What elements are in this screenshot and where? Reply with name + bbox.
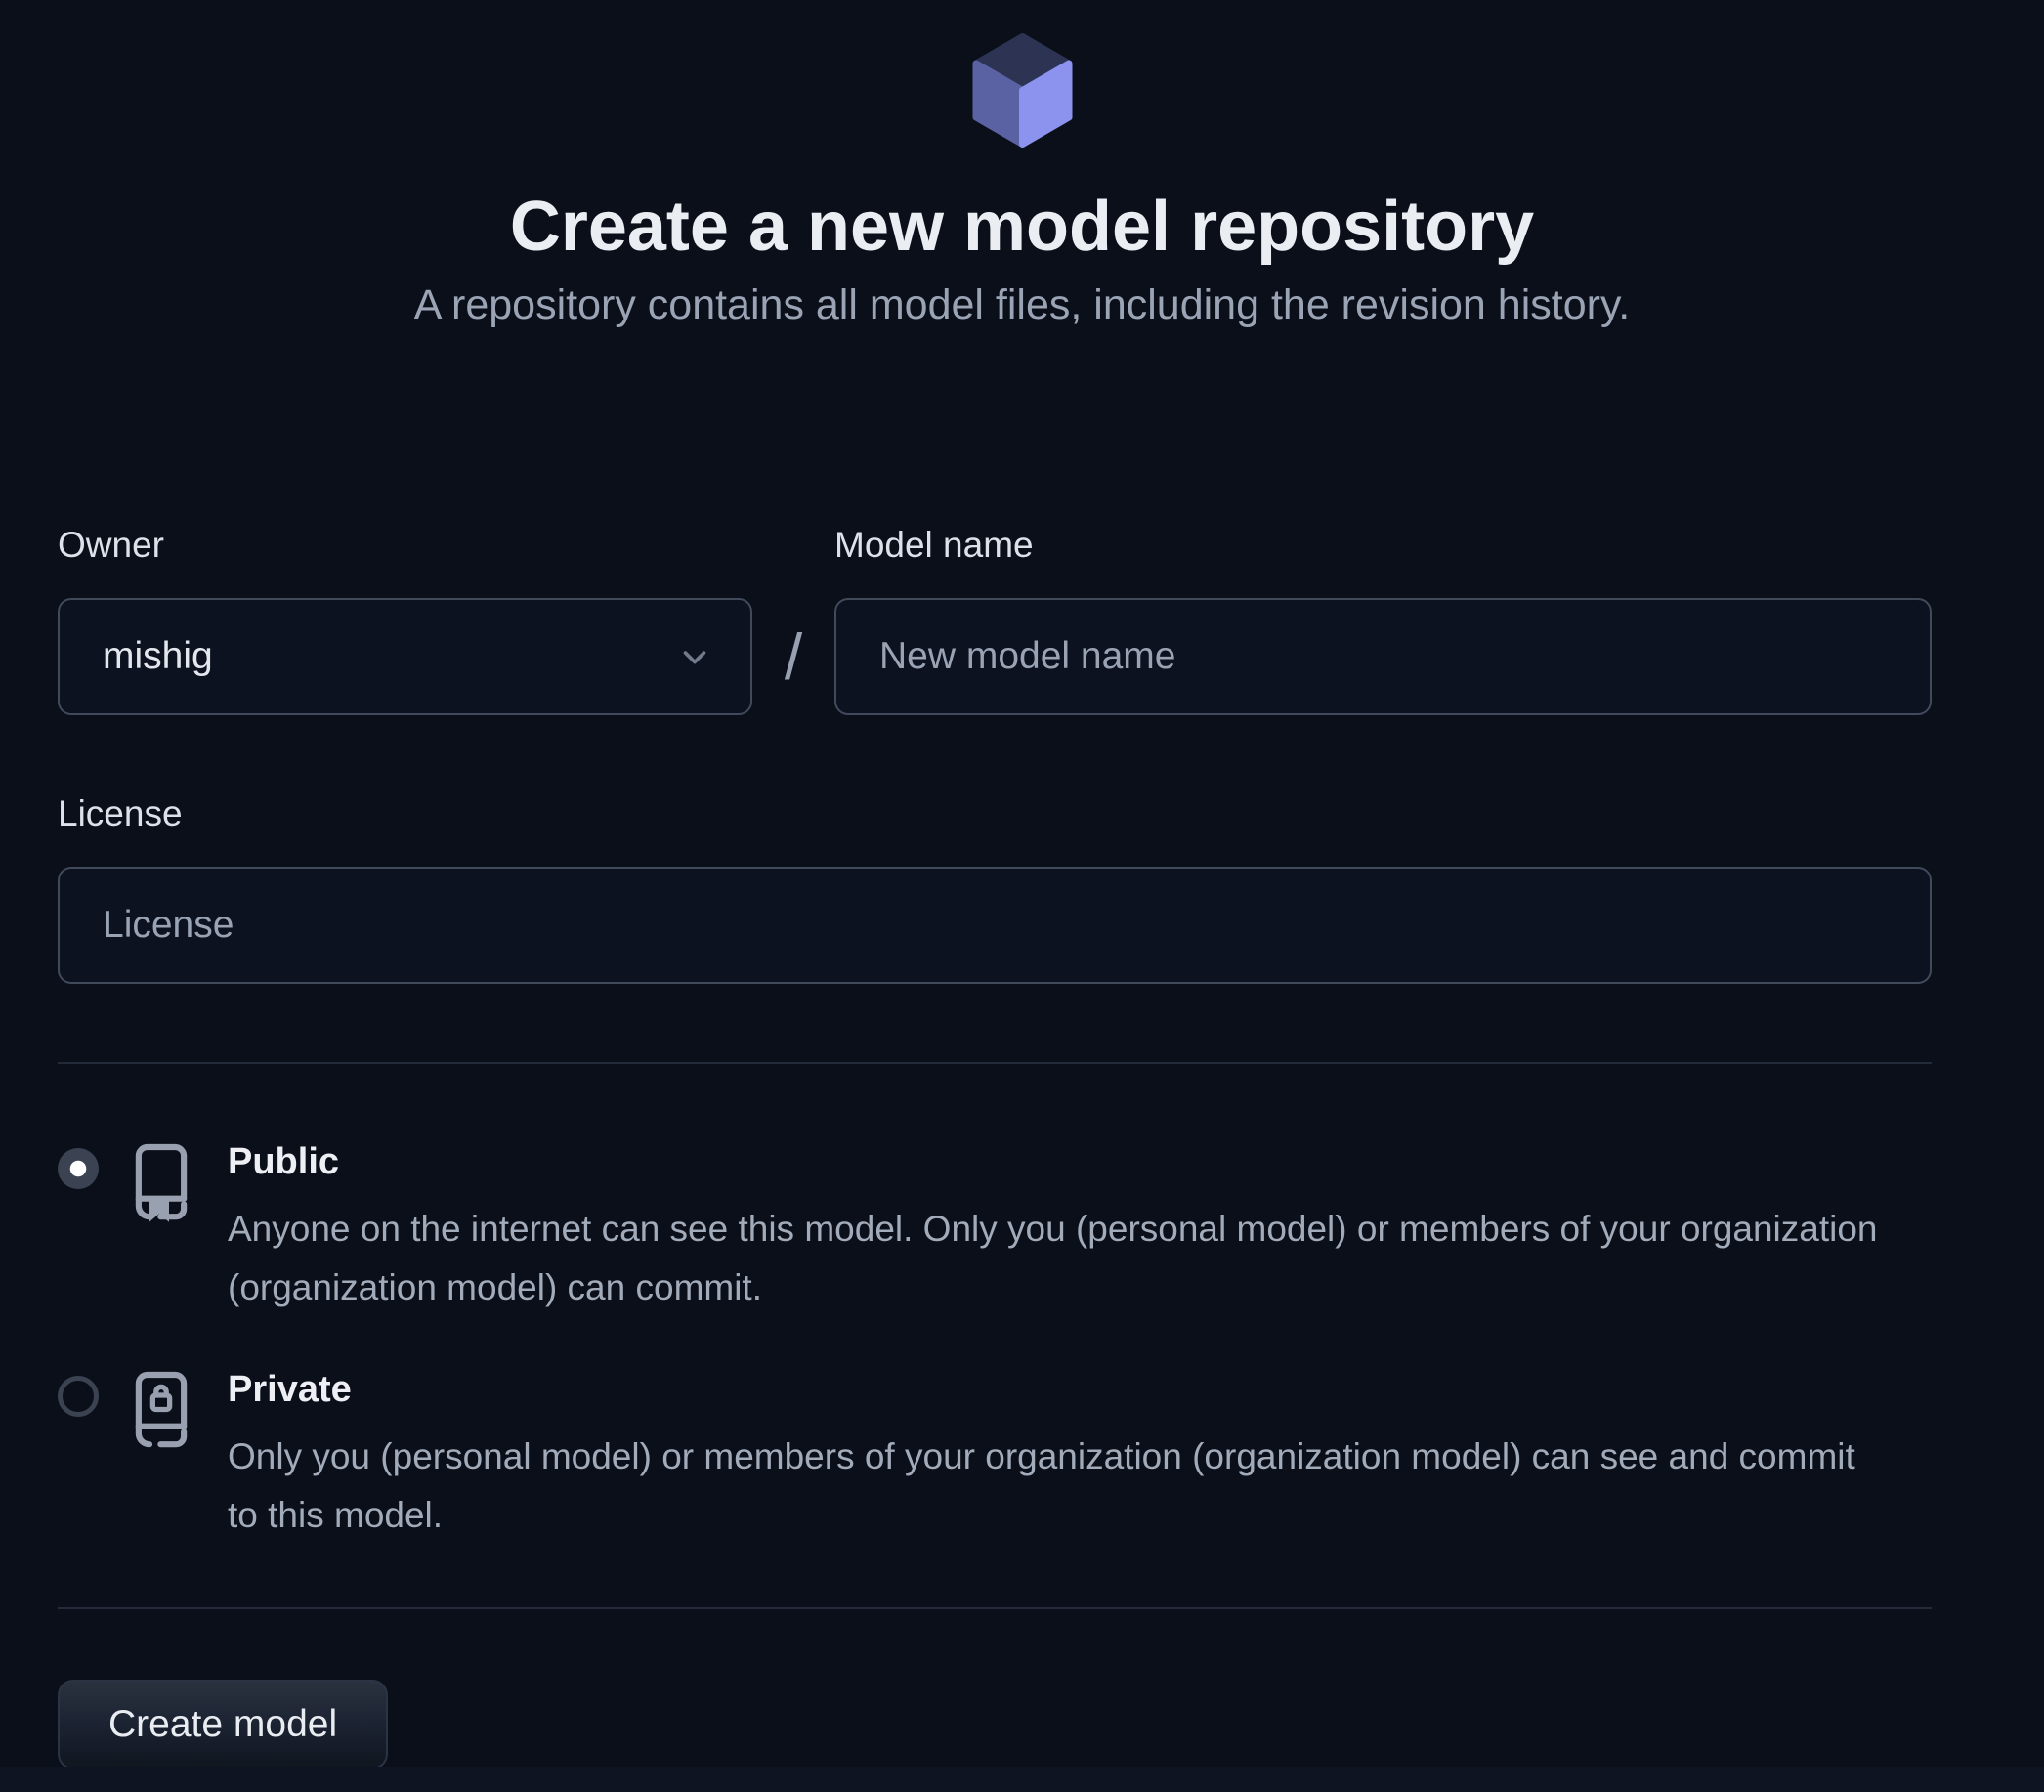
owner-label: Owner bbox=[58, 525, 164, 566]
public-option-description: Anyone on the internet can see this mode… bbox=[228, 1209, 1878, 1308]
visibility-option-private[interactable]: Private Only you (personal model) or mem… bbox=[58, 1366, 1932, 1545]
model-name-field: Model name bbox=[834, 525, 1932, 716]
model-cube-icon bbox=[972, 33, 1072, 148]
private-option-title: Private bbox=[228, 1369, 352, 1411]
create-model-form: Owner mishig / Model name License bbox=[58, 525, 1932, 1771]
license-field: License bbox=[58, 793, 1932, 985]
public-book-icon bbox=[135, 1144, 188, 1222]
chevron-down-icon bbox=[683, 651, 706, 664]
page-subtitle: A repository contains all model files, i… bbox=[413, 281, 1631, 329]
private-option-text: Private Only you (personal model) or mem… bbox=[228, 1366, 1889, 1545]
private-book-lock-icon bbox=[135, 1372, 188, 1448]
private-radio[interactable] bbox=[58, 1376, 99, 1418]
license-input[interactable] bbox=[58, 867, 1932, 985]
public-option-title: Public bbox=[228, 1141, 340, 1183]
private-option-description: Only you (personal model) or members of … bbox=[228, 1436, 1855, 1536]
license-label: License bbox=[58, 793, 183, 834]
public-option-text: Public Anyone on the internet can see th… bbox=[228, 1138, 1889, 1317]
repo-name-row: Owner mishig / Model name bbox=[58, 525, 1932, 716]
owner-select-value: mishig bbox=[103, 635, 213, 678]
owner-select[interactable]: mishig bbox=[58, 598, 752, 716]
repo-name-separator: / bbox=[784, 620, 803, 694]
create-model-button[interactable]: Create model bbox=[58, 1680, 389, 1771]
page-header: Create a new model repository A reposito… bbox=[0, 0, 2044, 332]
footer-strip bbox=[0, 1767, 2044, 1792]
visibility-option-public[interactable]: Public Anyone on the internet can see th… bbox=[58, 1138, 1932, 1317]
model-name-input[interactable] bbox=[834, 598, 1932, 716]
section-divider-top bbox=[58, 1062, 1932, 1065]
model-name-label: Model name bbox=[834, 525, 1034, 566]
section-divider-bottom bbox=[58, 1607, 1932, 1610]
public-radio[interactable] bbox=[58, 1148, 99, 1190]
owner-field: Owner mishig bbox=[58, 525, 752, 716]
page-title: Create a new model repository bbox=[509, 188, 1535, 266]
